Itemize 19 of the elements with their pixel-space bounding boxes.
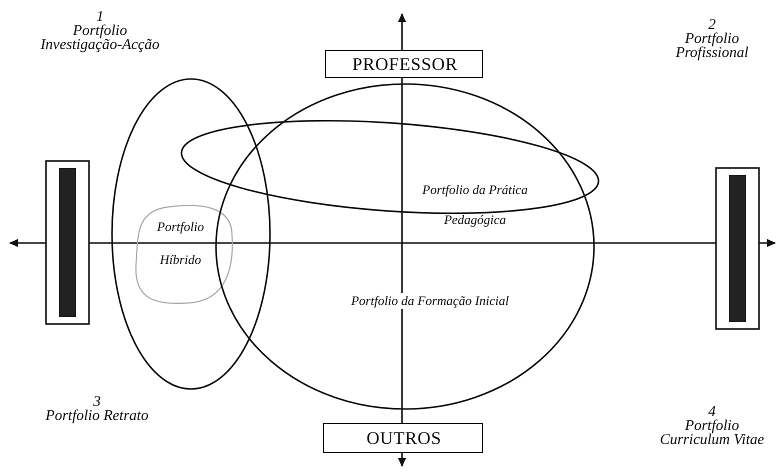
quadrant-number: 3	[93, 395, 102, 409]
axis-label-box	[323, 423, 483, 453]
region-label: Portfolio da Formação Inicial	[348, 293, 512, 309]
quadrant-label: Portfolio Profissional	[674, 32, 750, 60]
bar-symbol	[715, 167, 760, 330]
ellipse-shape	[215, 83, 595, 410]
axis-label-box	[325, 50, 483, 78]
region-label: Portfolio Híbrido	[156, 218, 205, 269]
region-label: Portfolio da Prática Pedagógica	[421, 181, 529, 229]
quadrant-number: 2	[708, 18, 716, 32]
bar-symbol	[45, 160, 90, 325]
quadrant-label: Portfolio Investigação-Acção	[39, 24, 161, 52]
quadrant-number: 4	[708, 405, 716, 419]
axis-label: OUTROS	[365, 428, 442, 449]
quadrant-number: 1	[96, 10, 104, 24]
quadrant-label: Portfolio Retrato	[44, 409, 150, 423]
ellipse-shape	[111, 78, 271, 390]
axis-label: PROFESSOR	[351, 54, 459, 75]
quadrant-label: Portfolio Curriculum Vitae	[658, 419, 766, 447]
